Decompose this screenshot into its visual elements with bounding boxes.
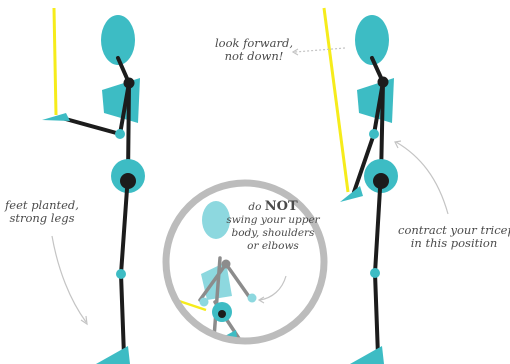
do-not-line-3: or elbows bbox=[226, 240, 320, 253]
knee-joint-right bbox=[370, 268, 380, 278]
elbow-joint-left bbox=[115, 129, 125, 139]
inset-hand bbox=[200, 298, 209, 307]
shoulder-joint-left bbox=[124, 78, 135, 89]
elbow-joint-right bbox=[369, 129, 379, 139]
do-not-swing-note: do NOT swing your upper body, shoulders … bbox=[226, 200, 320, 253]
do-not-heading: do NOT bbox=[226, 200, 320, 214]
hip-joint-right bbox=[373, 173, 389, 189]
forearm-left bbox=[62, 118, 120, 134]
contract-tricep-arrow bbox=[396, 142, 448, 214]
do-not-arrow bbox=[260, 276, 286, 300]
shin-left bbox=[121, 274, 124, 356]
cable-left bbox=[54, 8, 56, 115]
hip-joint-left bbox=[120, 173, 136, 189]
look-forward-note: look forward, not down! bbox=[214, 37, 294, 63]
inset-hip-joint bbox=[218, 310, 226, 318]
shin-right bbox=[375, 273, 378, 356]
hand-right bbox=[340, 186, 363, 202]
figure-start-position bbox=[42, 8, 145, 364]
feet-planted-line-2: strong legs bbox=[2, 212, 82, 225]
figure-end-position bbox=[324, 8, 398, 364]
do-not-prefix: do bbox=[248, 201, 261, 213]
torso-left bbox=[102, 78, 140, 123]
feet-planted-note: feet planted, strong legs bbox=[2, 199, 82, 225]
thigh-right bbox=[375, 189, 380, 273]
foot-right bbox=[350, 346, 384, 364]
knee-joint-left bbox=[116, 269, 126, 279]
look-forward-line-2: not down! bbox=[214, 50, 294, 63]
look-forward-arrow bbox=[295, 48, 345, 52]
inset-elbow bbox=[248, 294, 257, 303]
do-not-emphasis: NOT bbox=[265, 199, 298, 214]
do-not-line-1: swing your upper bbox=[226, 214, 320, 227]
contract-tricep-note: contract your tricep in this position bbox=[398, 224, 510, 250]
contract-tricep-line-2: in this position bbox=[398, 237, 510, 250]
foot-left bbox=[96, 346, 130, 364]
thigh-left bbox=[121, 189, 127, 274]
do-not-line-2: body, shoulders bbox=[226, 227, 320, 240]
shoulder-joint-right bbox=[378, 77, 389, 88]
feet-planted-arrow bbox=[52, 236, 86, 322]
inset-shoulder bbox=[222, 260, 231, 269]
cable-right bbox=[324, 8, 348, 192]
